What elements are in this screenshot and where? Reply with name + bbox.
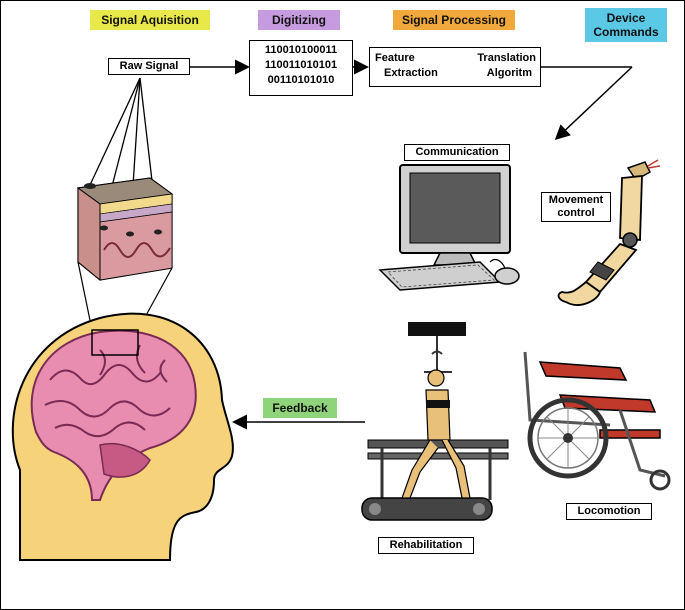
stage-signal-acquisition: Signal Aquisition: [90, 10, 210, 30]
feedback-tag: Feedback: [263, 398, 337, 418]
binary-line-3: 00110101010: [267, 74, 335, 86]
communication-label: Communication: [404, 144, 510, 161]
device-commands-label: Device Commands: [593, 11, 659, 39]
cortex-tissue-block: [76, 177, 174, 282]
stage-digitizing: Digitizing: [258, 10, 340, 30]
wheelchair-illustration: [523, 351, 671, 491]
movement-control-label: Movement control: [541, 192, 611, 222]
raw-signal-box: Raw Signal: [108, 58, 190, 75]
arrow-to-devices: [554, 66, 633, 141]
rehabilitation-label: Rehabilitation: [378, 537, 474, 554]
movement-line-2: control: [557, 207, 595, 219]
movement-line-1: Movement: [548, 194, 604, 206]
translation-label: Translation: [477, 52, 536, 64]
digitized-binary-box: 110010100011 110011010101 00110101010: [249, 40, 353, 96]
stage-signal-processing: Signal Processing: [393, 10, 515, 30]
feature-label: Feature: [375, 52, 415, 64]
head-with-brain: [11, 312, 234, 561]
signal-processing-box: Feature Extraction Translation Algoritm: [369, 47, 541, 87]
binary-line-2: 110011010101: [264, 59, 338, 71]
computer-illustration: [378, 164, 520, 291]
extraction-label: Extraction: [384, 67, 438, 79]
prosthetic-arm-illustration: [557, 159, 661, 306]
binary-line-1: 110010100011: [264, 44, 338, 56]
algorithm-label: Algoritm: [486, 67, 532, 79]
locomotion-label: Locomotion: [566, 503, 652, 520]
stage-device-commands: Device Commands: [585, 8, 667, 42]
rehabilitation-treadmill-illustration: [361, 322, 509, 521]
